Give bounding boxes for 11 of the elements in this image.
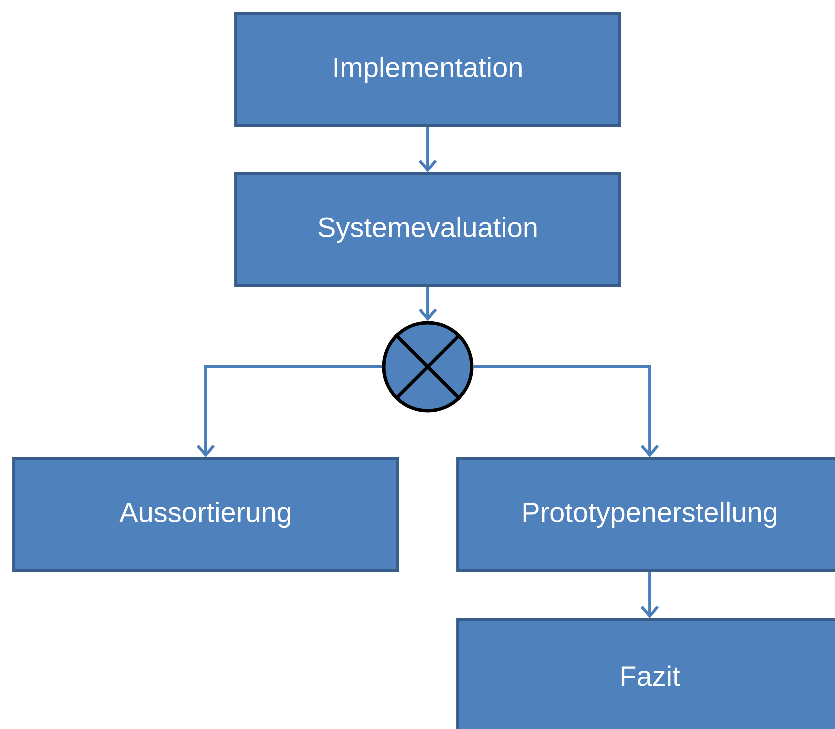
process-box: Aussortierung bbox=[12, 458, 400, 572]
arrow bbox=[418, 287, 438, 322]
arrow bbox=[640, 572, 660, 619]
junction-circle bbox=[382, 321, 474, 413]
arrow bbox=[418, 127, 438, 173]
arrow bbox=[474, 366, 660, 458]
process-box: Prototypenerstellung bbox=[456, 458, 835, 572]
process-box: Implementation bbox=[234, 12, 622, 128]
process-box: Fazit bbox=[456, 618, 835, 729]
arrow bbox=[196, 366, 382, 458]
process-box: Systemevaluation bbox=[234, 172, 622, 288]
